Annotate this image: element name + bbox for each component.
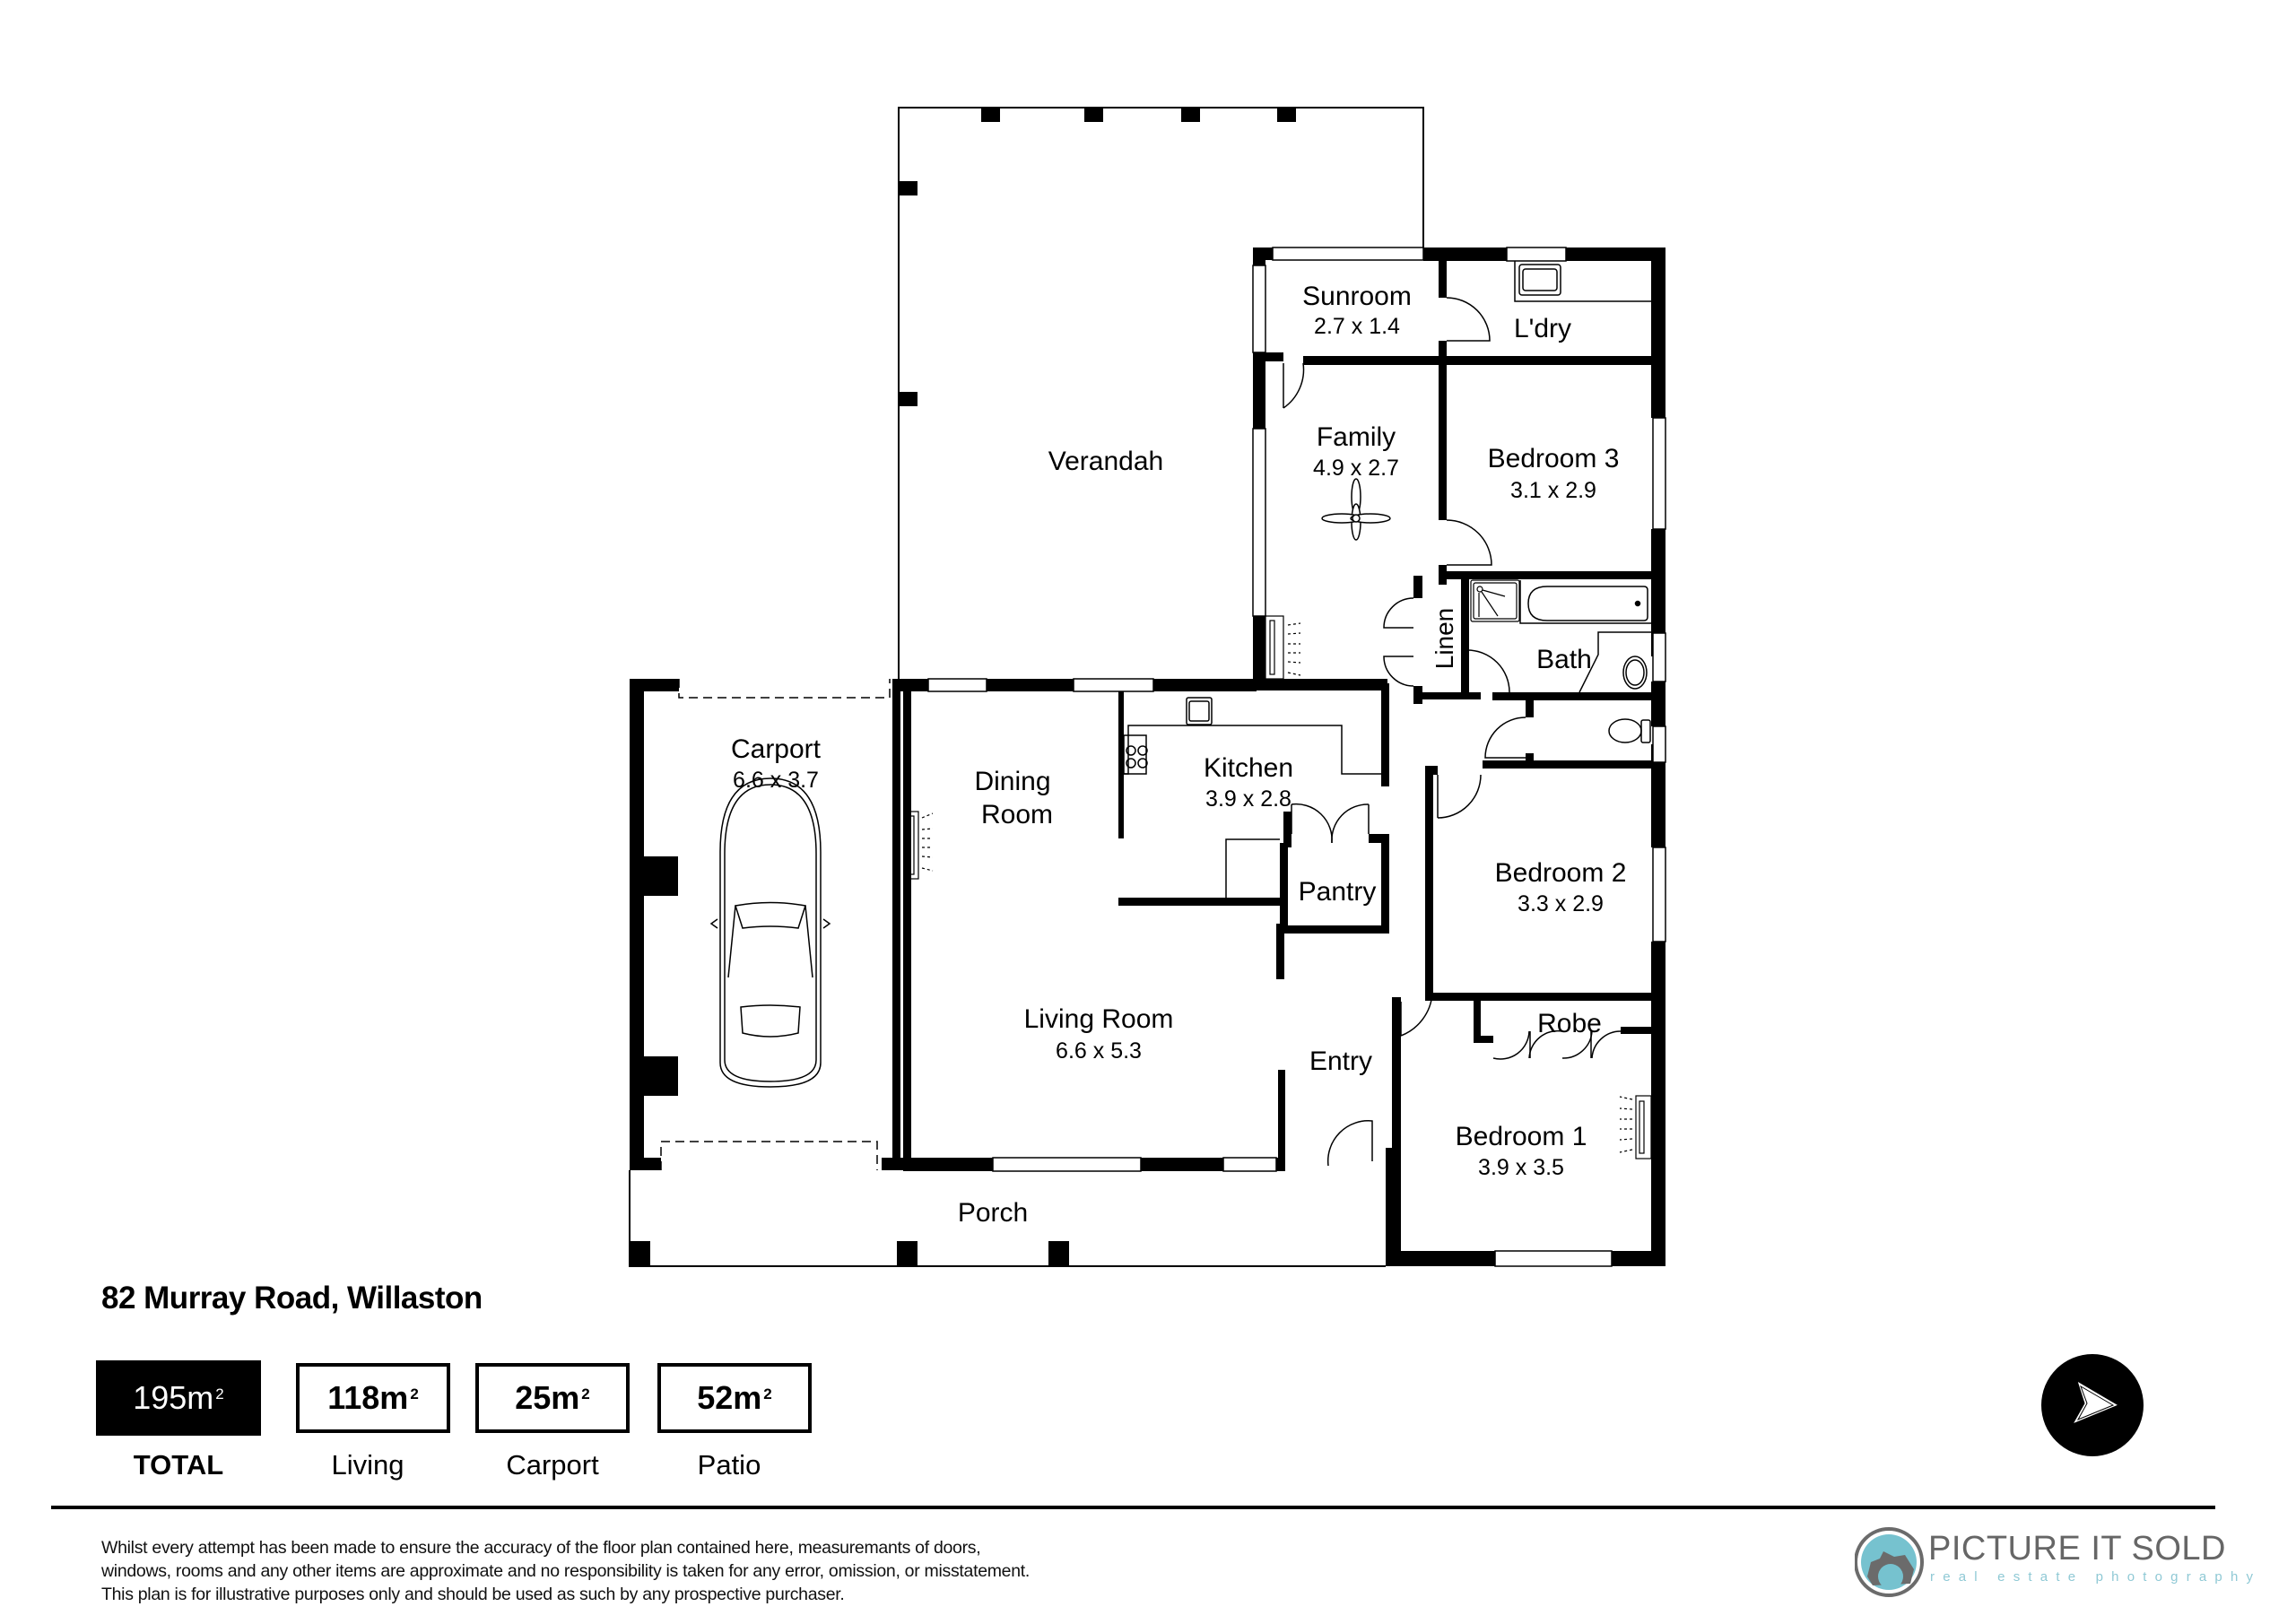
exterior-walls: [630, 248, 1665, 1266]
interior-walls: [892, 260, 1653, 1163]
room-dims-kitchen: 3.9 x 2.8: [1205, 786, 1292, 812]
room-dims-carport: 6.6 x 3.7: [733, 768, 819, 793]
company-logo: PICTURE IT SOLD real estate photography: [1855, 1524, 2253, 1605]
windows: [927, 247, 1666, 1267]
north-arrow-icon: [2041, 1354, 2144, 1456]
toilet-icon: [1608, 718, 1651, 743]
disclaimer: Whilst every attempt has been made to en…: [101, 1536, 1267, 1606]
room-label-bedroom2: Bedroom 2: [1495, 858, 1627, 888]
room-label-dining-1: Dining: [974, 767, 1050, 796]
north-arrow-glyph: [2071, 1379, 2120, 1426]
room-label-dining-2: Room: [981, 800, 1053, 829]
room-dims-bedroom3: 3.1 x 2.9: [1510, 478, 1596, 503]
room-label-laundry: L'dry: [1514, 314, 1571, 343]
room-label-linen: Linen: [1431, 608, 1458, 670]
room-label-living: Living Room: [1024, 1004, 1174, 1034]
bathtub-icon: [1519, 580, 1651, 624]
stat-living-value: 118m: [327, 1379, 409, 1416]
room-label-bedroom3: Bedroom 3: [1488, 444, 1620, 473]
cooktop-icon: [1126, 745, 1148, 769]
room-label-sunroom: Sunroom: [1302, 282, 1412, 311]
room-label-robe: Robe: [1537, 1009, 1602, 1038]
stat-carport-sup: 2: [581, 1385, 590, 1403]
carport-openings: [660, 679, 891, 1170]
air-conditioner-icon: [1265, 615, 1301, 680]
laundry-tub-icon: [1514, 261, 1651, 302]
room-dims-sunroom: 2.7 x 1.4: [1314, 314, 1400, 339]
stat-label-patio: Patio: [697, 1449, 761, 1481]
kitchen-sink-icon: [1186, 697, 1213, 725]
shower-icon: [1470, 579, 1520, 622]
car-icon: [709, 777, 831, 1088]
room-label-entry: Entry: [1309, 1046, 1372, 1076]
property-address: 82 Murray Road, Willaston: [101, 1281, 483, 1316]
kitchen-island: [1225, 838, 1280, 898]
room-dims-bedroom1: 3.9 x 3.5: [1478, 1155, 1564, 1180]
disclaimer-line-1: Whilst every attempt has been made to en…: [101, 1538, 981, 1558]
room-label-kitchen: Kitchen: [1204, 753, 1293, 783]
room-label-porch: Porch: [958, 1198, 1028, 1228]
stat-label-carport: Carport: [506, 1449, 599, 1481]
room-label-bedroom1: Bedroom 1: [1456, 1122, 1587, 1151]
stat-label-total: TOTAL: [133, 1449, 224, 1481]
stat-patio-value: 52m: [697, 1379, 762, 1416]
air-conditioner-icon: [1619, 1095, 1652, 1159]
stat-total-value: 195m: [133, 1379, 214, 1416]
verandah-outline: [898, 107, 1424, 679]
porch-posts: [630, 1241, 1069, 1266]
room-label-bath: Bath: [1536, 645, 1592, 674]
room-label-pantry: Pantry: [1299, 877, 1377, 907]
stat-carport-value: 25m: [515, 1379, 580, 1416]
footer-divider: [51, 1506, 2215, 1509]
disclaimer-line-3: This plan is for illustrative purposes o…: [101, 1585, 845, 1604]
logo-company-name: PICTURE IT SOLD: [1928, 1530, 2226, 1568]
logo-tagline: real estate photography: [1930, 1569, 2262, 1585]
room-label-family: Family: [1317, 422, 1396, 452]
stat-living-sup: 2: [410, 1385, 419, 1403]
camera-logo-icon: [1855, 1527, 1924, 1597]
room-label-verandah: Verandah: [1048, 447, 1163, 476]
stat-patio-sup: 2: [763, 1385, 772, 1403]
kitchen-bench: [1123, 725, 1381, 775]
stat-label-living: Living: [331, 1449, 404, 1481]
verandah-posts: [899, 108, 1296, 406]
air-conditioner-icon: [904, 811, 934, 880]
basin-icon: [1578, 631, 1651, 693]
stat-total-sup: 2: [215, 1385, 224, 1403]
room-dims-family: 4.9 x 2.7: [1313, 456, 1399, 481]
room-dims-bedroom2: 3.3 x 2.9: [1518, 891, 1604, 916]
ceiling-fan-icon: [1321, 478, 1391, 541]
room-dims-living: 6.6 x 5.3: [1056, 1038, 1142, 1064]
disclaimer-line-2: windows, rooms and any other items are a…: [101, 1561, 1031, 1581]
room-label-carport: Carport: [731, 734, 822, 764]
door-swings: [1283, 297, 1622, 1167]
